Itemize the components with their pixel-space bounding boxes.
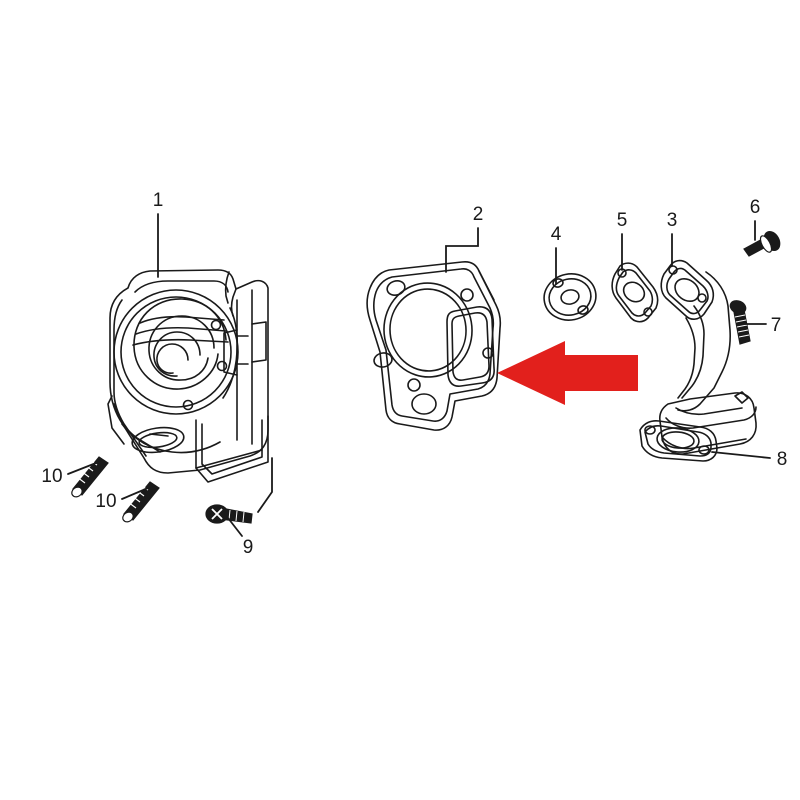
leader-lines: [67, 213, 771, 537]
leader-2: [445, 227, 479, 273]
leader-10-lower: [121, 487, 149, 500]
callout-label-5: 5: [617, 210, 628, 231]
red-arrow: [497, 341, 638, 405]
part-carburetor-gasket[interactable]: [611, 262, 659, 323]
leader-8: [711, 451, 771, 459]
callout-label-7: 7: [771, 315, 782, 336]
part-flange-bolt[interactable]: [743, 229, 783, 257]
callout-label-9: 9: [243, 537, 254, 558]
callout-label-6: 6: [750, 197, 761, 218]
part-exhaust-port-gasket[interactable]: [639, 420, 718, 462]
stud-guide-line: [257, 457, 273, 513]
leader-9: [227, 517, 243, 537]
callout-label-8: 8: [777, 449, 788, 470]
callout-label-3: 3: [667, 210, 678, 231]
callout-numbers: 1 2 3 4 5 6 7 8 9 10 10: [41, 190, 787, 558]
callout-label-4: 4: [551, 224, 562, 245]
part-threaded-screw[interactable]: [728, 298, 751, 345]
callout-label-2: 2: [473, 204, 484, 225]
part-dowel-pin-upper[interactable]: [70, 456, 109, 499]
callout-label-1: 1: [153, 190, 164, 211]
part-intake-manifold[interactable]: [659, 259, 757, 455]
part-round-insulator-gasket[interactable]: [540, 269, 600, 325]
part-cylinder-head-gasket[interactable]: [366, 261, 502, 431]
callout-label-10-upper: 10: [41, 466, 62, 487]
part-cylinder-block[interactable]: [107, 269, 269, 483]
leader-10-upper: [67, 462, 97, 475]
callout-label-10-lower: 10: [95, 491, 116, 512]
part-dowel-pin-lower[interactable]: [121, 481, 160, 524]
